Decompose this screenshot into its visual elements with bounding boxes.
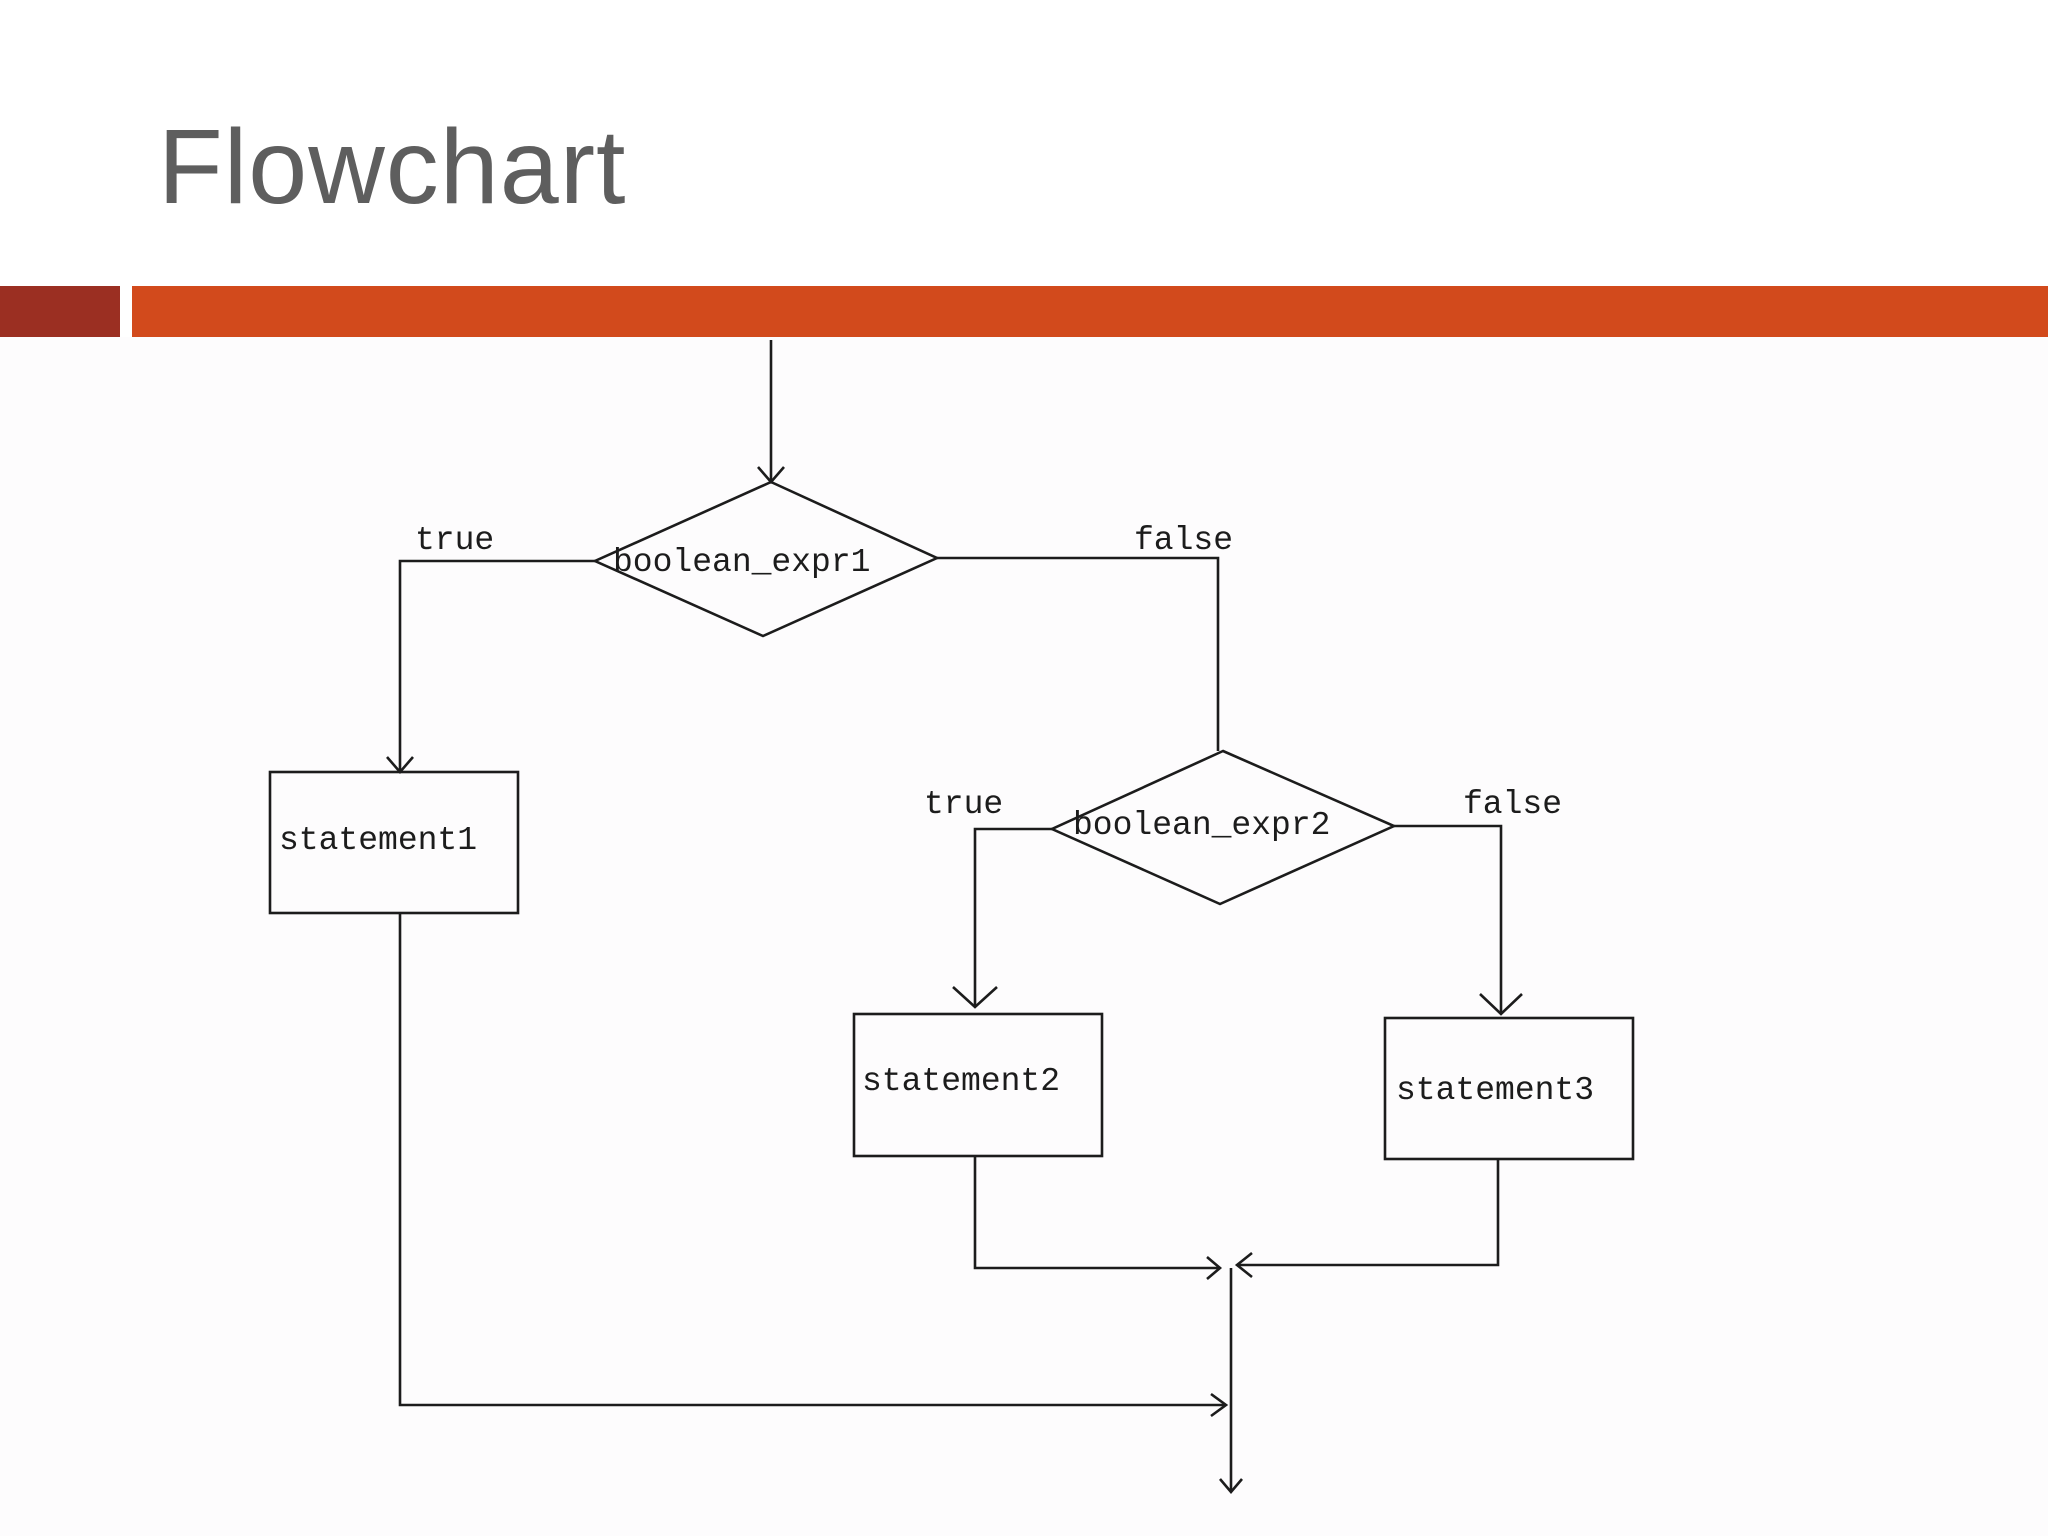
s2-merge-arrowhead (1206, 1256, 1223, 1280)
d2-true-arrowhead (952, 986, 998, 1009)
s3-merge-arrowhead (1234, 1251, 1253, 1279)
d1-true-label: true (415, 522, 494, 559)
d1-false-label: false (1134, 522, 1233, 559)
exit-arrowhead (1219, 1478, 1243, 1495)
statement1-box (268, 770, 520, 915)
d1-false-connector (937, 556, 1220, 751)
statement2-label: statement2 (862, 1063, 1060, 1100)
slide-title: Flowchart (158, 108, 627, 226)
decision2-label: boolean_expr2 (1073, 807, 1330, 844)
s2-merge-connector (973, 1156, 1220, 1270)
statement2-box (852, 1012, 1104, 1158)
d2-true-connector (973, 827, 1052, 1007)
decision1-diamond (591, 480, 941, 638)
statement3-box (1383, 1016, 1635, 1161)
decision2-diamond (1048, 749, 1398, 906)
d2-false-label: false (1463, 786, 1562, 823)
diagram-area (0, 337, 2048, 1536)
d2-false-connector (1394, 824, 1503, 1014)
statement3-label: statement3 (1396, 1072, 1594, 1109)
d2-true-label: true (924, 786, 1003, 823)
title-bar (132, 286, 2048, 337)
statement1-label: statement1 (279, 822, 477, 859)
s1-merge-arrowhead (1210, 1392, 1229, 1418)
title-bar-accent (0, 286, 120, 337)
d2-false-arrowhead (1479, 993, 1523, 1016)
s3-merge-connector (1237, 1159, 1500, 1267)
s1-merge-connector (398, 913, 1226, 1407)
decision1-label: boolean_expr1 (613, 544, 870, 581)
d1-true-connector (398, 559, 595, 772)
